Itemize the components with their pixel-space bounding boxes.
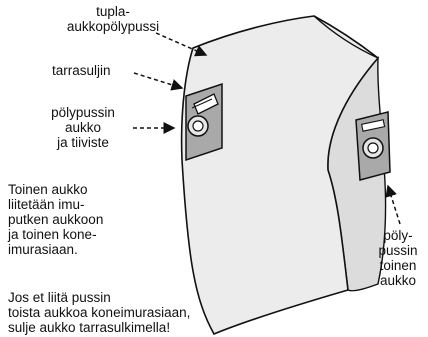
side-opening-hole xyxy=(368,143,378,153)
instruction-seal: Jos et liitä pussin toista aukkoa koneim… xyxy=(8,290,190,335)
front-opening-plate xyxy=(186,84,222,160)
label-velcro-closure: tarrasuljin xyxy=(52,63,111,78)
label-dust-bag-opening-and-seal: pölypussin aukko ja tiiviste xyxy=(38,105,128,150)
arrow-velcro-closure xyxy=(134,73,182,88)
label-double-opening-bag: tupla- aukkopölypussi xyxy=(38,4,188,34)
front-opening-hole xyxy=(193,121,203,131)
side-opening-plate xyxy=(356,112,390,180)
arrow-second-opening xyxy=(388,186,400,224)
instruction-connect: Toinen aukko liitetään imu- putken aukko… xyxy=(8,182,103,257)
label-second-opening: pöly- pussin toinen aukko xyxy=(366,228,428,288)
